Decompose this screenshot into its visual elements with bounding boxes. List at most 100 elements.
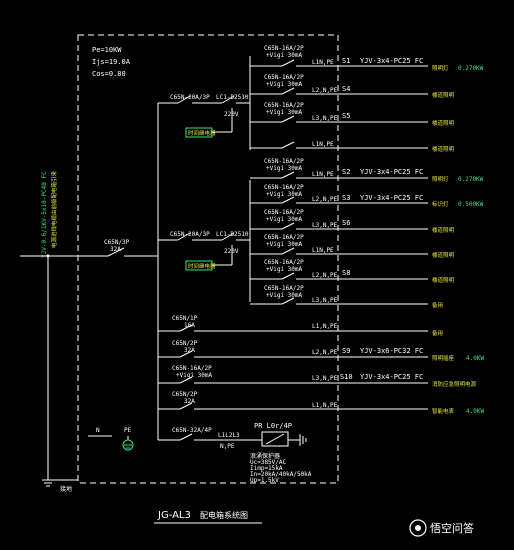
param-pe: Pe=10KW [92,46,122,54]
branch-0-circuit: S1 [342,57,350,65]
branch-5-cable: YJV-3x4-PC25 FC [360,194,423,202]
lower-branch-1: C65N/2P 32A L2,N,PE S9 YJV-3x6-PC32 FC 照… [158,340,484,362]
lower-1-breaker: C65N/2P [172,340,198,347]
group-2-contactor: LC1-D2510 [216,231,249,238]
main-breaker-label: C65N/3P [104,239,130,246]
lower-2-rcd: +Vigi 30mA [176,372,213,379]
lower-1-circuit: S9 [342,347,350,355]
diagram-title: JG-AL3 [157,510,191,521]
branch-4-rcd: +Vigi 30mA [266,165,303,172]
branch-2-phase: L3,N,PE [312,115,338,122]
branch-row-1: C65N-16A/2P +Vigi 30mA L2,N,PE S4 楼道照明 [250,74,455,99]
ground-label: 接地 [60,485,72,493]
watermark: 悟空问答 [409,519,474,537]
ground: 接地 [42,256,78,493]
watermark-text: 悟空问答 [430,521,474,535]
branch-4-load: 照明灯 [432,175,449,183]
branch-4-breaker: C65N-16A/2P [264,158,304,165]
param-ijs: Ijs=19.0A [92,58,131,66]
branch-7-rcd: +Vigi 30mA [266,241,303,248]
lower-1-phase: L2,N,PE [312,349,338,356]
spd-contactor-sub: N,PE [220,443,235,450]
branch-8-breaker: C65N-16A/2P [264,259,304,266]
group-1-contactor-sub: 220V [224,111,239,118]
branch-row-3: L1N,PE 楼道照明 [250,141,455,153]
terminals: N PE [88,427,134,451]
branch-6-breaker: C65N-16A/2P [264,209,304,216]
branch-2-breaker: C65N-16A/2P [264,102,304,109]
main-breaker-switch [107,247,125,257]
group-1: C65N-20A/3P LC1-D2510 220V 时间继电器 [158,56,251,150]
branch-6-load: 楼道照明 [432,226,455,234]
branch-9-load: 备用 [432,301,443,309]
branch-7-load: 楼道照明 [432,251,455,259]
branch-5-load: 标识灯 [432,200,449,208]
lower-3-load: 智能电表 [432,407,455,415]
lower-2-cable: YJV-3x4-PC25 FC [360,373,423,381]
branch-4-circuit: S2 [342,168,350,176]
branch-1-circuit: S4 [342,85,350,93]
lower-1-rating: 32A [184,347,195,354]
incoming-cable-label: YJV-0.6/1KV-5x10-PC40 FC [41,171,48,258]
branch-5-phase: L2,N,PE [312,196,338,203]
lower-1-cable: YJV-3x6-PC32 FC [360,347,423,355]
branch-0-breaker: C65N-16A/2P [264,45,304,52]
branch-5-circuit: S3 [342,194,350,202]
lower-3-power: 4.0KW [466,408,484,415]
branch-0-rcd: +Vigi 30mA [266,52,303,59]
branch-3-phase: L1N,PE [312,141,334,148]
branch-9-rcd: +Vigi 30mA [266,292,303,299]
spd-contactor: L1L2L3 [218,432,240,439]
main-breaker-rating: 32A [110,246,121,253]
branch-8-rcd: +Vigi 30mA [266,266,303,273]
branch-2-circuit: S5 [342,112,350,120]
branch-2-load: 楼道照明 [432,119,455,127]
branch-row-8: C65N-16A/2P +Vigi 30mA L2,N,PE S8 楼道照明 [250,259,455,284]
branch-9-breaker: C65N-16A/2P [264,285,304,292]
branch-row-7: C65N-16A/2P +Vigi 30mA L1N,PE 楼道照明 [250,234,455,259]
branch-0-phase: L1N,PE [312,59,334,66]
branch-7-breaker: C65N-16A/2P [264,234,304,241]
lower-branch-0: C65N/1P 16A L1,N,PE 备用 [158,315,443,337]
diagram-subtitle: 配电箱系统图 [200,510,248,520]
branch-4-phase: L1N,PE [312,171,334,178]
lower-branch-2: C65N-16A/2P +Vigi 30mA L3,N,PE S10 YJV-3… [158,365,477,388]
lower-branch-3: C65N/2P 32A L1,N,PE 智能电表 4.0KW [158,391,484,415]
branch-0-cable: YJV-3x4-PC25 FC [360,57,423,65]
branch-1-rcd: +Vigi 30mA [266,81,303,88]
lower-0-breaker: C65N/1P [172,315,198,322]
branch-row-2: C65N-16A/2P +Vigi 30mA L3,N,PE S5 楼道照明 [250,102,455,127]
branch-5-power: 0.500KW [458,201,484,208]
lower-0-rating: 16A [184,322,195,329]
spd-spec-0: 浪涌保护器 [250,452,280,460]
branch-4-power: 0.270KW [458,176,484,183]
lower-3-breaker: C65N/2P [172,391,198,398]
branch-9-phase: L3,N,PE [312,297,338,304]
branch-4-cable: YJV-3x4-PC25 FC [360,168,423,176]
param-cos: Cos=0.80 [92,70,126,78]
branch-8-phase: L2,N,PE [312,272,338,279]
lower-1-load: 照明插座 [432,354,455,362]
lower-2-breaker: C65N-16A/2P [172,365,212,372]
branch-6-rcd: +Vigi 30mA [266,216,303,223]
terminal-n-label: N [96,427,100,434]
branch-row-9: C65N-16A/2P +Vigi 30mA L3,N,PE 备用 [250,285,443,309]
group-1-relay: 时间继电器 [188,129,216,137]
spd-spec-4: Up=1.5kV [250,477,279,484]
branch-row-5: C65N-16A/2P +Vigi 30mA L2,N,PE S3 YJV-3x… [250,184,484,208]
lower-0-phase: L1,N,PE [312,323,338,330]
lower-2-circuit: S10 [340,373,353,381]
watermark-logo-icon [409,519,427,537]
branch-0-load: 照明灯 [432,64,449,72]
spd-spec-2: Iimp=15kA [250,465,283,472]
branch-5-breaker: C65N-16A/2P [264,184,304,191]
spd-branch: C65N-32A/4P L1L2L3 N,PE PR L0r/4P 浪涌保护器 … [158,422,312,484]
branch-6-phase: L3,N,PE [312,222,338,229]
spd-spec-1: Uc=385V/AC [250,459,287,466]
pe-terminal-icon [122,439,134,451]
branch-1-phase: L2,N,PE [312,87,338,94]
group-1-breaker: C65N-20A/3P [170,94,210,101]
group-2-relay: 时间继电器 [188,262,216,270]
spd-spec-3: In=20kA/40kA/50kA [250,471,312,478]
